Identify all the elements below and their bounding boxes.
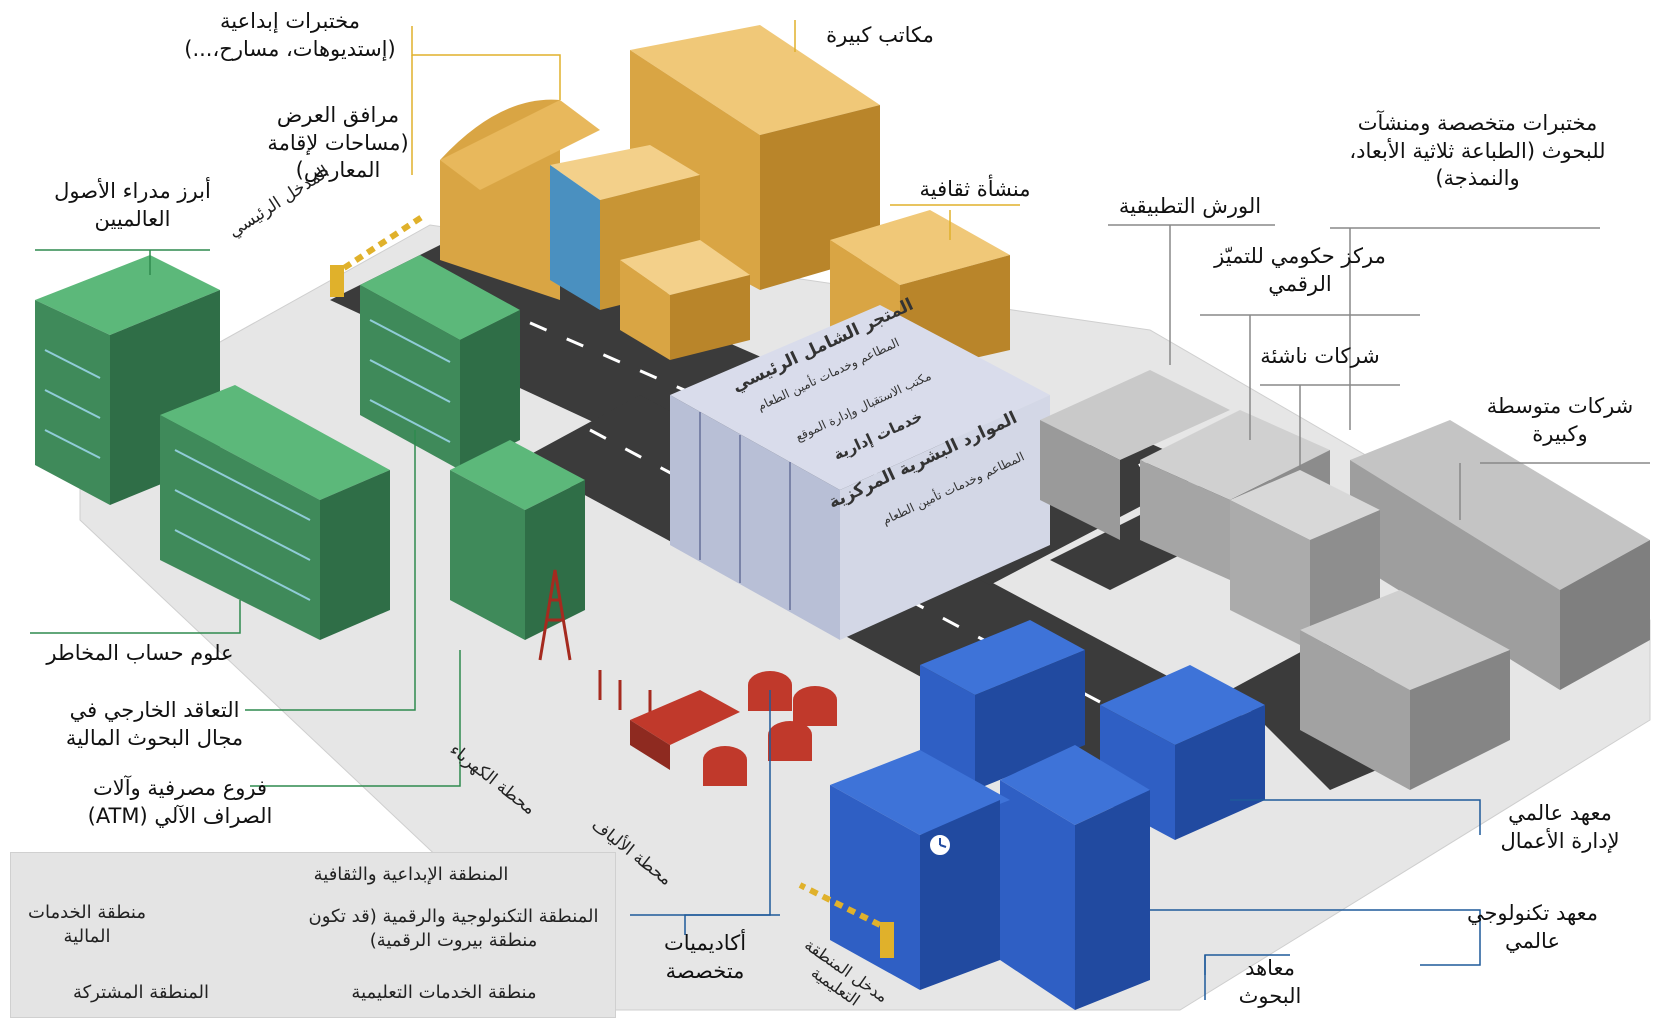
legend-edu-zone: منطقة الخدمات التعليمية [351,982,537,1003]
label-research-institutes: معاهد البحوث [1238,956,1302,1008]
shared-center-building [670,305,1050,640]
power-equipment [630,671,837,786]
label-asset-managers: أبرز مدراء الأصول العالميين [54,179,211,231]
label-bank-branches: فروع مصرفية وآلات الصراف الآلي (ATM) [87,776,273,828]
label-startups: شركات ناشئة [1260,344,1380,368]
leader-lines [30,20,1650,1000]
education-buildings [830,620,1265,1010]
legend-creative-zone: المنطقة الإبداعية والثقافية [313,864,509,885]
label-tech-institute: معهد تكنولوجي عالمي [1466,901,1599,953]
zone-legend: المنطقة الإبداعية والثقافية منطقة الخدما… [10,852,616,1018]
label-applied-workshops: الورش التطبيقية [1118,194,1262,218]
label-exhibition: مرافق العرض (مساحات لإقامة المعارض) [267,103,409,183]
label-cultural-facility: منشأة ثقافية [919,177,1031,201]
legend-financial-zone: منطقة الخدمات المالية [28,902,146,947]
label-creative-labs: مختبرات إبداعية (إستديوهات، مسارح،...) [184,9,396,61]
label-risk-sciences: علوم حساب المخاطر [46,641,234,665]
tech-buildings [1040,370,1650,790]
clock-icon [928,833,952,857]
window-grid [44,319,451,601]
label-research-labs: مختبرات متخصصة ومنشآت للبحوث (الطباعة ثل… [1349,111,1606,191]
label-big-offices: مكاتب كبيرة [826,23,934,47]
legend-shared-zone: المنطقة المشتركة [72,982,210,1003]
label-gov-center: مركز حكومي للتميّز الرقمي [1214,244,1386,296]
main-entrance-gate [330,212,427,297]
financial-buildings [35,255,585,640]
power-station [538,569,652,720]
edu-entrance-gate [798,882,894,958]
legend-tech-zone: المنطقة التكنولوجية والرقمية (قد تكون من… [308,906,599,951]
label-business-institute: معهد عالمي لإدارة الأعمال [1500,801,1620,853]
label-academies: أكاديميات متخصصة [663,931,747,983]
label-outsourcing: التعاقد الخارجي في مجال البحوث المالية [65,698,244,750]
label-mid-large: شركات متوسطة وكبيرة [1486,394,1634,446]
